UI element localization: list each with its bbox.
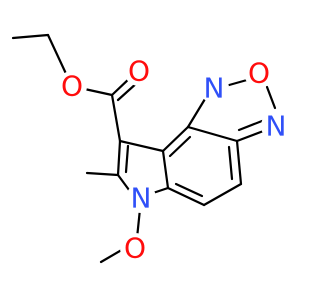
bond-c6-c7a-inner (174, 182, 204, 198)
bond-c9a-n1 (186, 97, 207, 129)
atom-ester-ether-oxygen: O (57, 70, 87, 103)
bond-c3a-c9a (161, 125, 190, 153)
bond-c3-c3a (118, 139, 165, 153)
bond-n3-c3b-inner (237, 119, 264, 132)
atom-pyrrole-nitrogen: N (126, 182, 156, 215)
bond-ethyl-ch2-o (46, 33, 70, 80)
atom-label-oxadiazole-oxygen: O (248, 57, 270, 90)
bond-c5-c6 (202, 182, 243, 207)
bond-ethyl-ch3-ch2 (11, 33, 50, 40)
bond-c3a-c9a-inner (168, 135, 192, 158)
bond-c3b-c5 (235, 139, 243, 186)
bond-lines (11, 33, 277, 264)
bond-n3-c3b (235, 128, 268, 143)
atom-oxadiazole-nitrogen-right: N (261, 110, 291, 143)
atom-label-methoxy-oxygen: O (124, 232, 146, 265)
bond-n-o (135, 207, 142, 240)
bond-carbonyl-c3 (110, 93, 122, 143)
bond-c3b-c5-inner (227, 145, 234, 181)
chemical-structure-diagram: O O N O N N O (11, 33, 291, 265)
atom-label-pyrrole-nitrogen: N (131, 182, 152, 215)
atom-methoxy-oxygen: O (120, 232, 150, 265)
bond-c3-c2-inner (124, 144, 130, 174)
atom-labels: O O N O N N O (57, 55, 291, 265)
bond-c6-c7a (166, 186, 206, 207)
bond-o2-n3 (265, 85, 277, 110)
atom-oxadiazole-nitrogen-left: N (199, 72, 229, 105)
bond-c9a-c3b (186, 125, 239, 143)
atom-oxadiazole-oxygen: O (244, 57, 274, 90)
bond-c7a-c3a (161, 149, 170, 190)
bond-c2-methyl (85, 171, 120, 177)
atom-label-ester-carbonyl-oxygen: O (128, 55, 150, 88)
atom-label-oxadiazole-nitrogen-right: N (266, 110, 287, 143)
atom-label-ester-ether-oxygen: O (61, 70, 83, 103)
atom-ester-carbonyl-oxygen: O (124, 55, 154, 88)
bond-c3-c2 (116, 139, 122, 177)
atom-label-oxadiazole-nitrogen-left: N (204, 72, 225, 105)
